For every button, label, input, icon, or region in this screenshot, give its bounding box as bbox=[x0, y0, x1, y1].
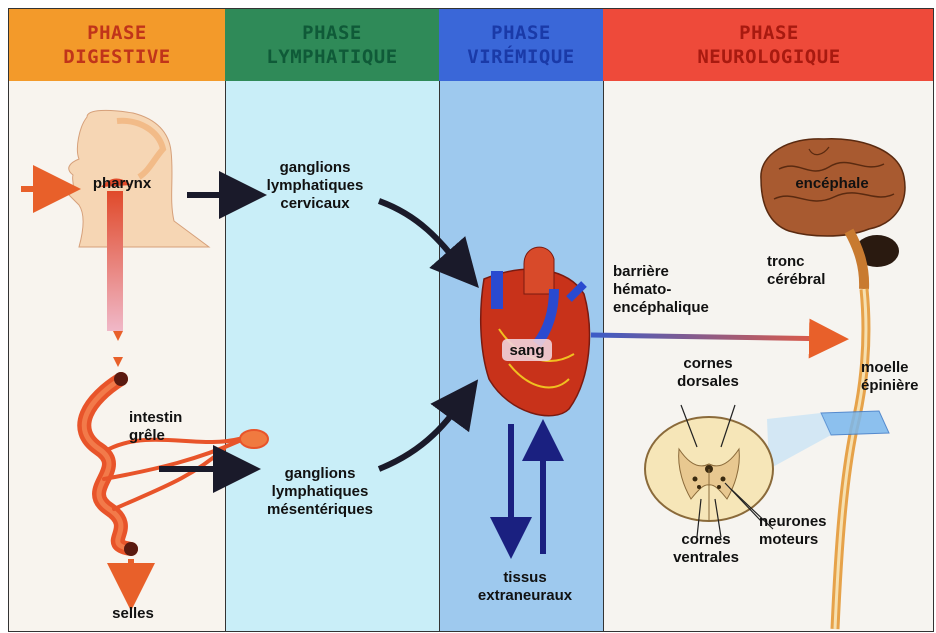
arrow-blood-brain-barrier bbox=[591, 335, 839, 339]
label-selles: selles bbox=[103, 605, 163, 623]
label-cornes-ventrales: cornes ventrales bbox=[661, 531, 751, 567]
cross-section-projection bbox=[767, 413, 831, 469]
label-cornes-dorsales: cornes dorsales bbox=[663, 355, 753, 391]
arrow-mesenteric-to-heart bbox=[379, 389, 471, 469]
label-encephale: encéphale bbox=[787, 175, 877, 193]
spinal-cross-section bbox=[645, 417, 773, 521]
label-tissus-extraneuraux: tissus extraneuraux bbox=[475, 569, 575, 605]
label-intestin-grele: intestin grêle bbox=[129, 409, 209, 445]
intestine-illustration bbox=[84, 372, 268, 556]
esophagus-tube bbox=[107, 191, 123, 331]
label-ganglions-cervicaux: ganglions lymphatiques cervicaux bbox=[255, 159, 375, 213]
label-moelle-epiniere: moelle épinière bbox=[861, 359, 934, 395]
spinal-cord bbox=[835, 289, 866, 629]
arrow-cervical-to-heart bbox=[379, 201, 471, 279]
label-sang: sang bbox=[499, 342, 555, 360]
cross-section-plane bbox=[821, 411, 889, 435]
label-tronc-cerebral: tronc cérébral bbox=[767, 253, 847, 289]
descent-arrows bbox=[113, 331, 123, 367]
label-barriere-hemato-encephalique: barrière hémato- encéphalique bbox=[613, 263, 743, 317]
label-pharynx: pharynx bbox=[87, 175, 157, 193]
heart-illustration bbox=[481, 247, 590, 416]
label-neurones-moteurs: neurones moteurs bbox=[759, 513, 849, 549]
label-ganglions-mesenteriques: ganglions lymphatiques mésentériques bbox=[255, 465, 385, 519]
diagram-frame: PHASE DIGESTIVE PHASE LYMPHATIQUE PHASE … bbox=[8, 8, 934, 632]
